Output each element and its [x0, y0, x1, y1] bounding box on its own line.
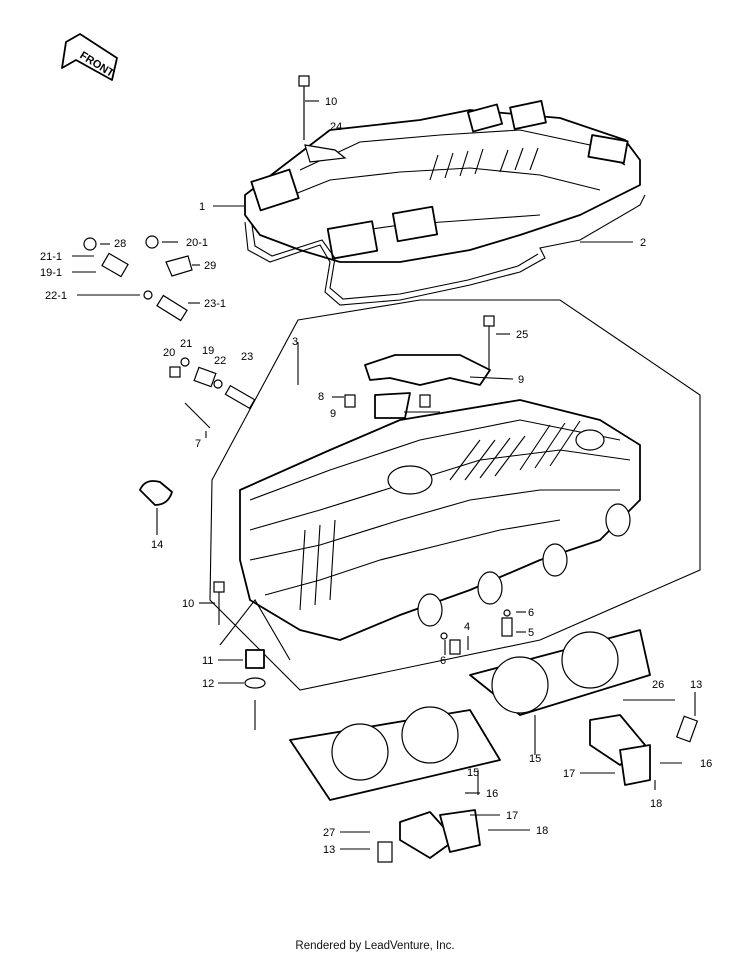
- callout-15-left: 15: [467, 767, 479, 779]
- footer-credit: Rendered by LeadVenture, Inc.: [295, 940, 455, 952]
- head-cover-gasket: [244, 194, 646, 306]
- callout-10-top: 10: [325, 96, 337, 108]
- callout-26: 26: [652, 679, 664, 691]
- callout-10-bottom: 10: [182, 598, 194, 610]
- callout-11: 11: [202, 655, 213, 667]
- callout-28: 28: [114, 238, 126, 250]
- callout-14: 14: [151, 539, 163, 551]
- dowel-pin-8a: [344, 394, 356, 408]
- part-24-plate: [304, 144, 347, 163]
- front-arrow-icon: FRONT: [61, 33, 118, 81]
- callout-15-right: 15: [529, 753, 541, 765]
- callout-21: 21: [180, 338, 192, 350]
- callout-23-1: 23-1: [204, 298, 226, 310]
- bolt-10-top: [298, 75, 310, 140]
- callout-20-1: 20-1: [186, 237, 208, 249]
- oil-pipe-parts: [169, 357, 256, 410]
- callout-18-right: 18: [650, 798, 662, 810]
- callout-20: 20: [163, 347, 175, 359]
- callout-4: 4: [464, 621, 470, 633]
- callout-22-1: 22-1: [45, 290, 67, 302]
- pipe-13-right: [675, 715, 699, 743]
- callout-9-left: 9: [330, 408, 336, 420]
- plug-14: [139, 480, 173, 506]
- holder-26: [589, 714, 651, 786]
- dowel-pin-8b: [419, 394, 431, 408]
- assembly-boundary: [209, 299, 701, 691]
- head-gasket-15a: [289, 706, 501, 801]
- callout-23: 23: [241, 351, 253, 363]
- callout-19-1: 19-1: [40, 267, 62, 279]
- callout-17-right: 17: [563, 768, 575, 780]
- callout-6-right: 6: [528, 607, 534, 619]
- callout-16-left: 16: [486, 788, 498, 800]
- cap-11: [245, 649, 265, 669]
- callout-19: 19: [202, 345, 214, 357]
- callout-3: 3: [292, 336, 298, 348]
- callout-5: 5: [528, 627, 534, 639]
- callout-22: 22: [214, 355, 226, 367]
- callout-13-left: 13: [323, 844, 335, 856]
- callout-24: 24: [330, 121, 342, 133]
- leader-lines: [72, 100, 696, 850]
- washer-12: [244, 677, 266, 689]
- callout-18-left: 18: [536, 825, 548, 837]
- callout-7: 7: [195, 438, 201, 450]
- callout-6-left: 6: [440, 655, 446, 667]
- callout-13-right: 13: [690, 679, 702, 691]
- callout-29: 29: [204, 260, 216, 272]
- callout-16-right: 16: [700, 758, 712, 770]
- callout-21-1: 21-1: [40, 251, 62, 263]
- callout-1: 1: [199, 201, 205, 213]
- head-gasket-15b: [469, 629, 651, 716]
- callout-8: 8: [318, 391, 324, 403]
- pin-7: [184, 402, 211, 429]
- oil-fitting-parts: [83, 235, 193, 322]
- callout-labels: 10 24 1 2 3 25 9 8 9 28 21-1 19-1 22-1 2…: [40, 96, 712, 856]
- cylinder-head-cover: [244, 100, 641, 263]
- valve-parts: [440, 609, 513, 655]
- callout-25: 25: [516, 329, 528, 341]
- callout-2: 2: [640, 237, 646, 249]
- callout-12: 12: [202, 678, 214, 690]
- callout-27: 27: [323, 827, 335, 839]
- holder-27: [399, 809, 481, 859]
- cylinder-head: [239, 399, 641, 641]
- cam-cap-9: [364, 354, 491, 419]
- callout-17-left: 17: [506, 810, 518, 822]
- bolt-25: [483, 315, 495, 372]
- bolt-10-bottom: [213, 581, 225, 625]
- callout-9-right: 9: [518, 374, 524, 386]
- pipe-13-left: [377, 841, 393, 863]
